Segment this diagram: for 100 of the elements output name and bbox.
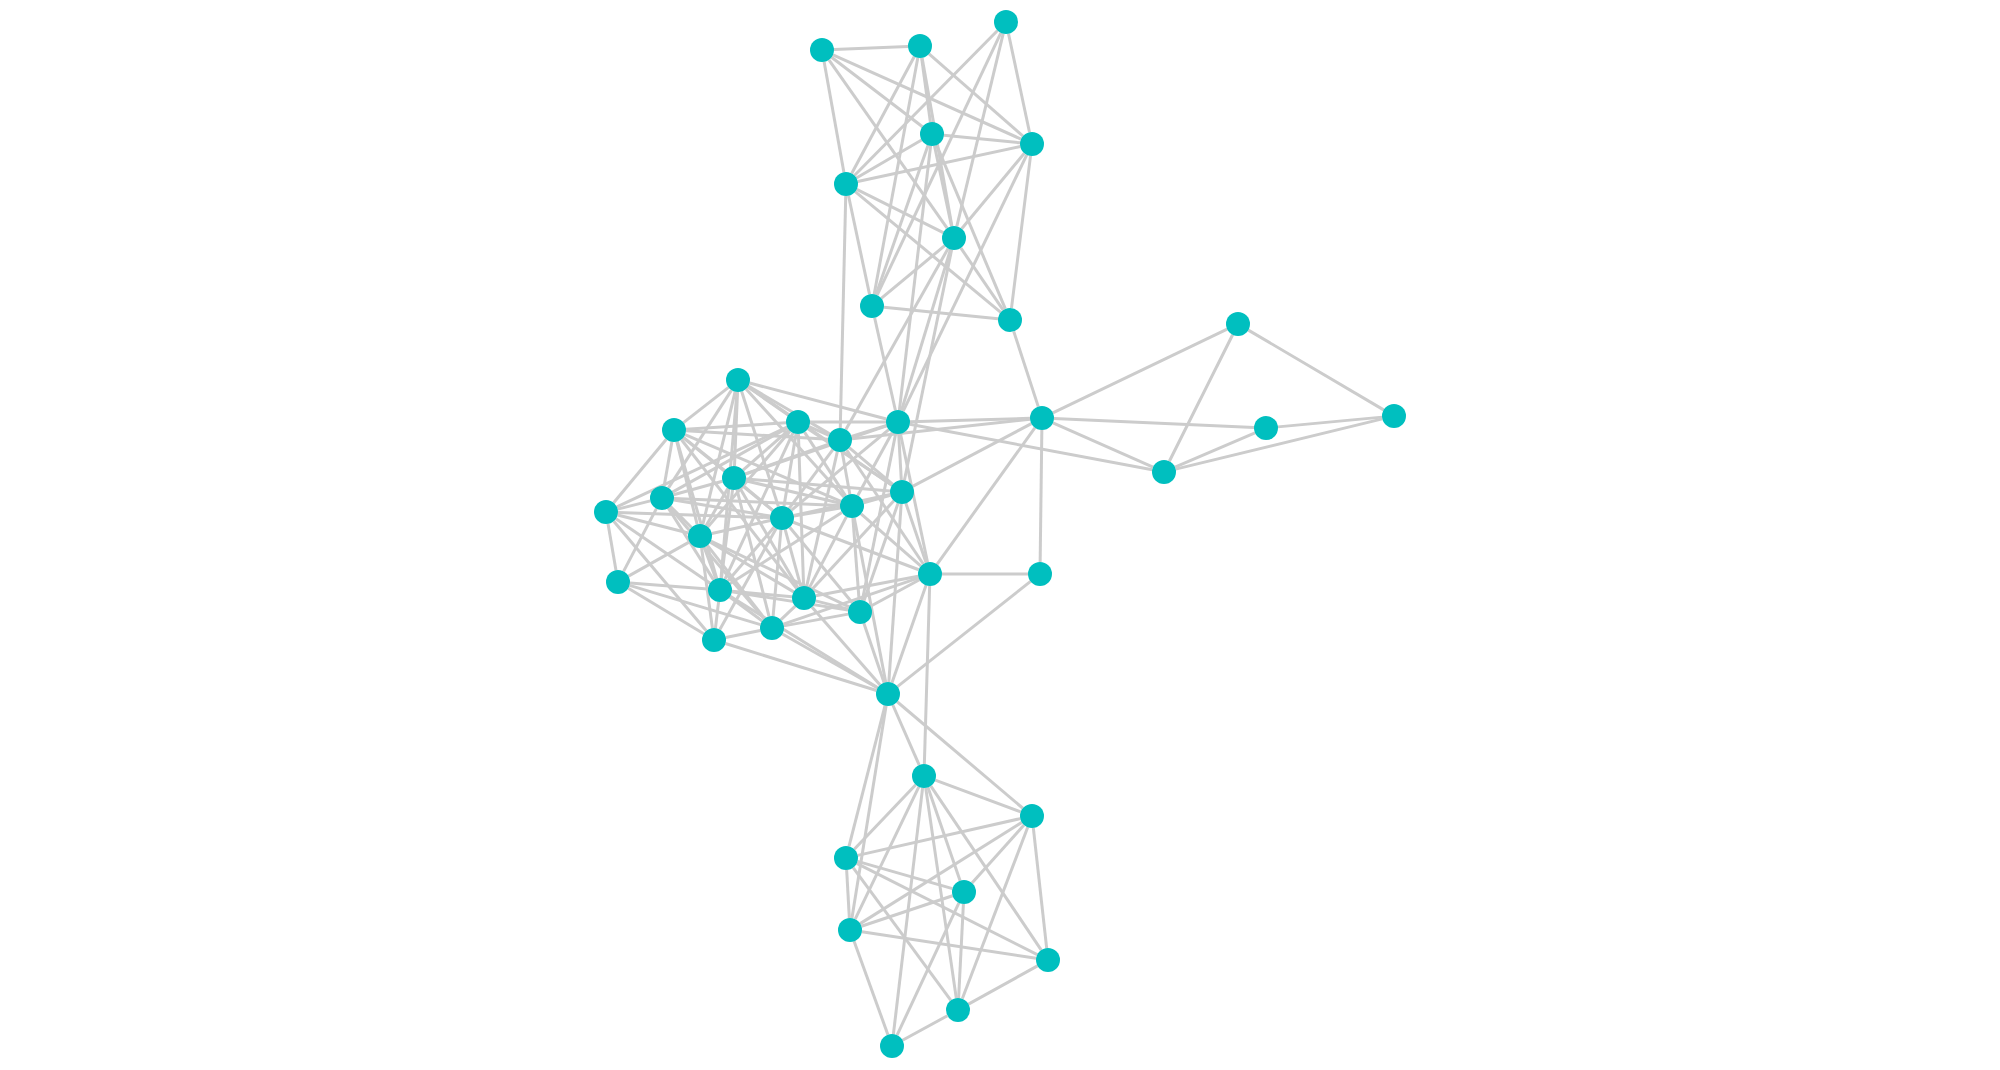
network-node — [662, 418, 686, 442]
network-edge — [860, 894, 954, 928]
network-edge — [742, 428, 790, 472]
network-edge — [627, 540, 691, 578]
network-edge — [874, 144, 930, 296]
network-edge — [890, 584, 928, 684]
network-edge — [706, 430, 792, 528]
network-edge — [662, 441, 674, 487]
network-edge — [810, 606, 882, 686]
network-edge — [1052, 421, 1154, 469]
network-edge — [673, 498, 771, 518]
network-node — [912, 764, 936, 788]
network-edge — [702, 546, 718, 580]
network-edge — [615, 517, 711, 585]
network-edge — [880, 244, 946, 300]
network-node — [838, 918, 862, 942]
network-edge — [733, 391, 739, 467]
network-node — [998, 308, 1022, 332]
network-edge — [815, 599, 849, 611]
network-node — [918, 562, 942, 586]
network-edge — [718, 527, 778, 631]
network-edge — [1031, 827, 1049, 949]
network-node — [594, 500, 618, 524]
network-edge — [856, 862, 1038, 956]
network-edge — [934, 778, 1022, 814]
network-node — [890, 480, 914, 504]
network-edge — [808, 515, 848, 589]
network-node — [908, 34, 932, 58]
network-node — [770, 506, 794, 530]
network-edge — [725, 628, 761, 640]
network-node — [722, 466, 746, 490]
network-edge — [827, 58, 949, 230]
network-edge — [929, 785, 1043, 951]
network-node — [1382, 404, 1406, 428]
network-node — [994, 10, 1018, 34]
network-edge — [960, 152, 1026, 230]
network-edge — [920, 57, 932, 123]
network-edge — [887, 503, 903, 683]
network-edge — [924, 787, 958, 999]
network-edge — [854, 190, 1002, 314]
network-edge — [629, 581, 709, 591]
network-edge — [856, 188, 944, 234]
network-edge — [680, 438, 798, 590]
network-edge — [617, 513, 689, 535]
network-node — [688, 524, 712, 548]
network-edge — [1277, 415, 1383, 429]
network-node — [786, 410, 810, 434]
network-edge — [738, 487, 800, 589]
network-node — [1254, 416, 1278, 440]
network-node — [946, 998, 970, 1022]
network-edge — [851, 517, 861, 601]
network-edge — [857, 145, 1021, 183]
network-edge — [853, 786, 921, 920]
network-edge — [796, 433, 806, 587]
network-node — [810, 38, 834, 62]
network-edge — [862, 622, 886, 684]
network-edge — [682, 436, 774, 512]
network-node — [886, 410, 910, 434]
network-edge — [957, 903, 965, 999]
network-edge — [742, 484, 774, 512]
network-edge — [745, 477, 891, 493]
network-edge — [617, 510, 771, 520]
network-edge — [745, 479, 841, 505]
network-edge — [873, 317, 897, 411]
network-edge — [803, 431, 847, 497]
network-edge — [720, 489, 734, 579]
network-edge — [851, 866, 953, 1002]
network-node — [840, 494, 864, 518]
network-node — [880, 1034, 904, 1058]
network-node — [792, 586, 816, 610]
network-edge — [850, 705, 888, 919]
network-edge — [901, 154, 1029, 412]
network-node — [606, 570, 630, 594]
network-edge — [902, 249, 954, 481]
network-edge — [845, 449, 925, 565]
network-edge — [869, 578, 921, 608]
network-edge — [845, 869, 851, 919]
network-edge — [779, 605, 797, 621]
network-edge — [943, 133, 1021, 145]
network-node — [828, 428, 852, 452]
network-edge — [622, 507, 658, 573]
network-edge — [735, 489, 771, 617]
network-edge — [747, 384, 831, 436]
network-edge — [612, 438, 668, 504]
network-edge — [668, 506, 766, 620]
network-edge — [844, 247, 950, 431]
network-edge — [719, 391, 739, 579]
network-edge — [935, 426, 1037, 566]
network-node — [702, 628, 726, 652]
network-edge — [667, 389, 733, 489]
network-edge — [701, 391, 737, 525]
network-edge — [629, 584, 761, 626]
network-edge — [896, 580, 1032, 688]
network-edge — [955, 33, 1005, 227]
network-edge — [1175, 417, 1383, 471]
network-edge — [781, 632, 879, 690]
network-edge — [1012, 330, 1040, 408]
network-edge — [970, 823, 1026, 885]
network-edge — [783, 612, 849, 628]
network-edge — [1247, 328, 1385, 412]
